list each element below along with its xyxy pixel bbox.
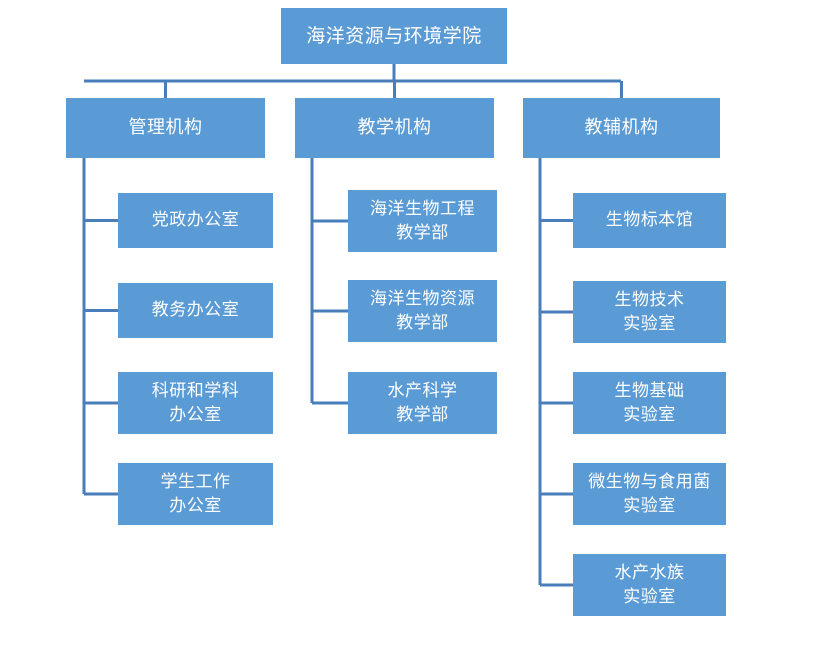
org-node-党政办公室: 党政办公室	[118, 193, 273, 248]
org-node-root: 海洋资源与环境学院	[281, 8, 507, 64]
org-node-水产水族实验室: 水产水族 实验室	[573, 554, 726, 616]
org-node-生物基础实验室: 生物基础 实验室	[573, 372, 726, 434]
org-node-科研和学科办公室: 科研和学科 办公室	[118, 372, 273, 434]
org-node-branch-管理机构: 管理机构	[66, 98, 265, 158]
org-node-branch-教辅机构: 教辅机构	[523, 98, 720, 158]
org-node-生物标本馆: 生物标本馆	[573, 193, 726, 248]
org-node-海洋生物资源教学部: 海洋生物资源 教学部	[348, 280, 497, 342]
org-node-教务办公室: 教务办公室	[118, 283, 273, 338]
org-node-海洋生物工程教学部: 海洋生物工程 教学部	[348, 190, 497, 252]
org-node-生物技术实验室: 生物技术 实验室	[573, 281, 726, 343]
org-node-微生物与食用菌实验室: 微生物与食用菌 实验室	[573, 463, 726, 525]
org-node-水产科学教学部: 水产科学 教学部	[348, 372, 497, 434]
org-node-学生工作办公室: 学生工作 办公室	[118, 463, 273, 525]
org-node-branch-教学机构: 教学机构	[295, 98, 494, 158]
